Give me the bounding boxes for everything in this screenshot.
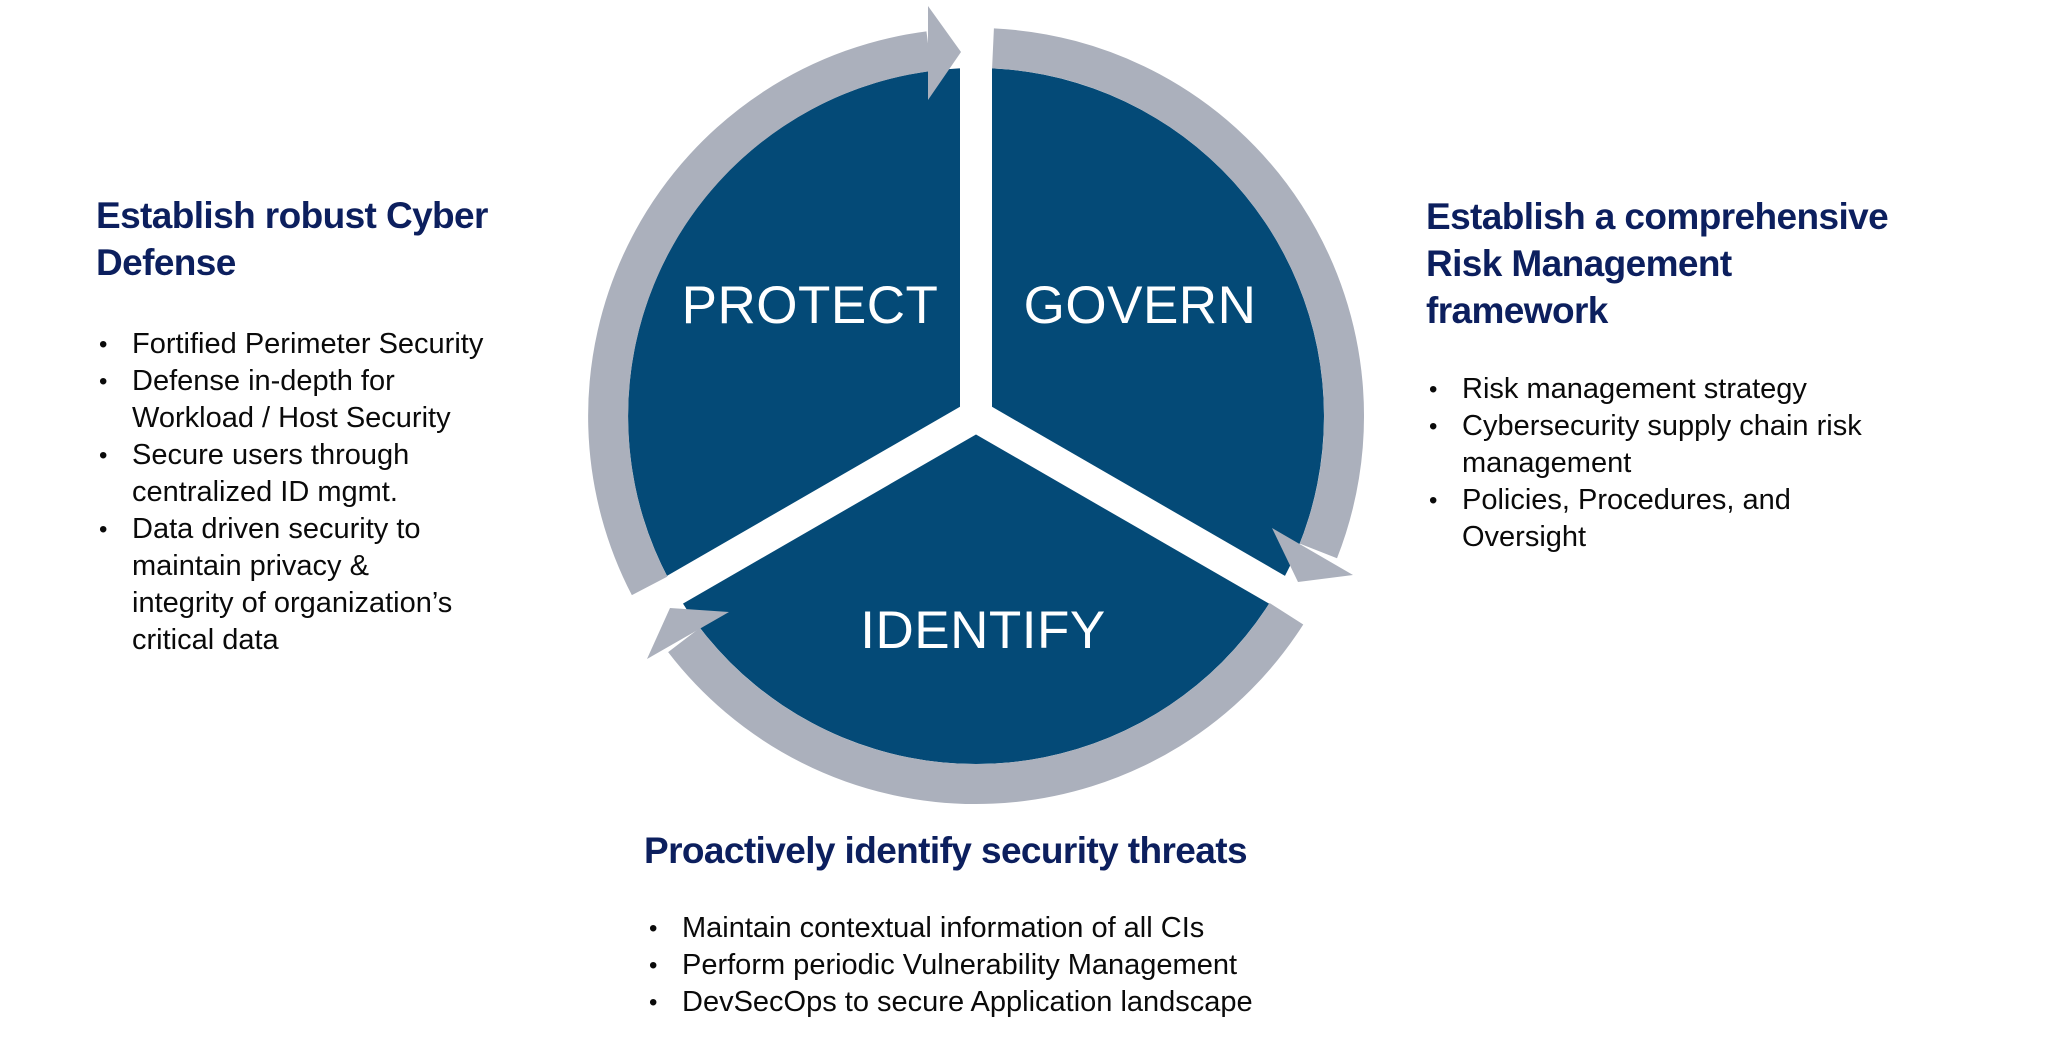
govern-bullet-list: Risk management strategy Cybersecurity s… [1429, 371, 1862, 556]
heading-line: Establish robust Cyber [96, 195, 488, 236]
heading-line: Proactively identify security threats [644, 830, 1248, 871]
protect-heading: Establish robust Cyber Defense [96, 192, 488, 286]
identify-heading: Proactively identify security threats [644, 827, 1248, 874]
heading-line: Risk Management [1426, 243, 1732, 284]
identify-cycle-arrow-icon [647, 602, 1304, 804]
heading-line: framework [1426, 290, 1608, 331]
list-item: Perform periodic Vulnerability Managemen… [649, 947, 1253, 984]
list-item: Maintain contextual information of all C… [649, 910, 1253, 947]
segment-label-identify: IDENTIFY [860, 601, 1105, 660]
heading-line: Establish a comprehensive [1426, 196, 1889, 237]
segment-separators [644, 40, 1308, 617]
identify-bullet-list: Maintain contextual information of all C… [649, 910, 1253, 1021]
protect-cycle-arrow-icon [588, 6, 961, 596]
list-item: Cybersecurity supply chain riskmanagemen… [1429, 408, 1862, 482]
govern-cycle-arrow-icon [992, 28, 1364, 582]
govern-heading: Establish a comprehensive Risk Managemen… [1426, 193, 1889, 334]
heading-line: Defense [96, 242, 236, 283]
list-item: Risk management strategy [1429, 371, 1862, 408]
list-item: DevSecOps to secure Application landscap… [649, 984, 1253, 1021]
protect-bullet-list: Fortified Perimeter Security Defense in-… [99, 326, 483, 659]
segment-label-govern: GOVERN [1024, 276, 1257, 335]
list-item: Fortified Perimeter Security [99, 326, 483, 363]
segment-label-protect: PROTECT [682, 276, 939, 335]
